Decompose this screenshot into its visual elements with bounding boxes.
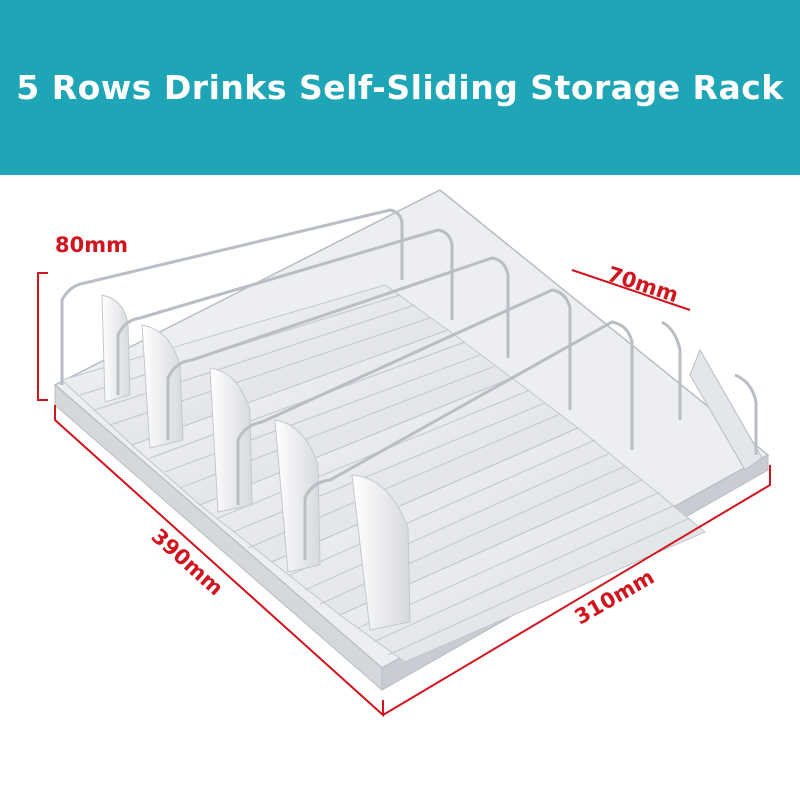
title-banner: 5 Rows Drinks Self-Sliding Storage Rack bbox=[0, 0, 800, 175]
dimension-height: 80mm bbox=[37, 233, 128, 401]
dimension-row-width: 70mm bbox=[571, 262, 691, 311]
row-width-label: 70mm bbox=[604, 262, 681, 307]
product-image: 80mm 70mm 390mm 310mm bbox=[37, 189, 771, 718]
height-label: 80mm bbox=[55, 233, 128, 257]
rack-lanes bbox=[60, 208, 763, 663]
lane-5 bbox=[303, 320, 706, 663]
banner-title: 5 Rows Drinks Self-Sliding Storage Rack bbox=[16, 68, 784, 107]
